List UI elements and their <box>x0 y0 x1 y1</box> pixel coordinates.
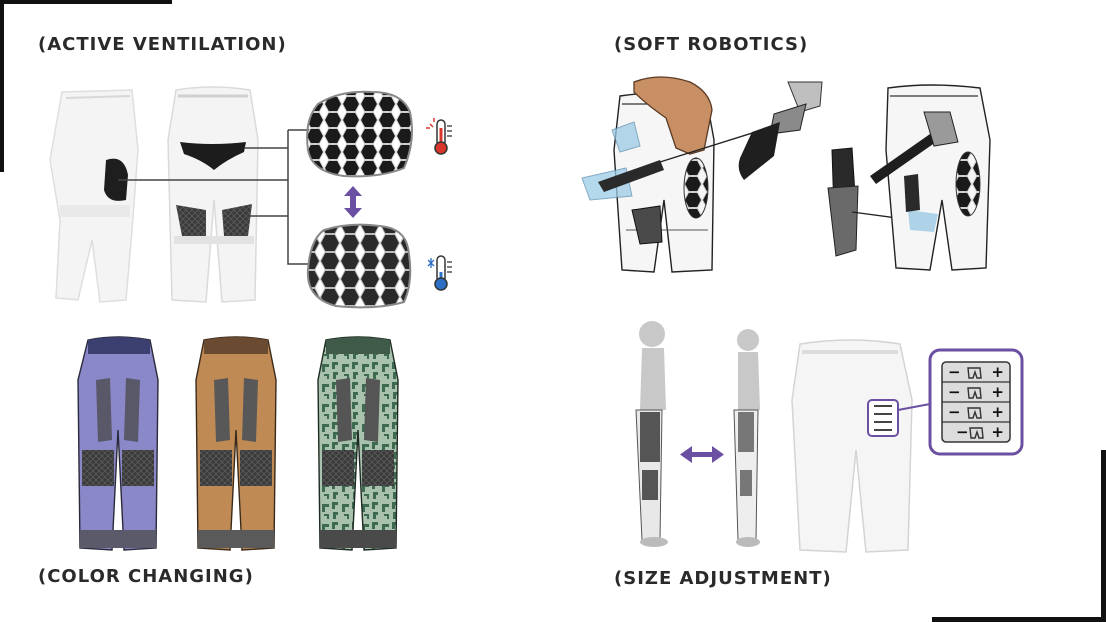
size-decrease-button-3[interactable]: − <box>948 403 961 421</box>
title-color-changing: (COLOR CHANGING) <box>38 566 254 587</box>
color-variant-camo-pants <box>317 336 399 551</box>
size-mannequin-left <box>635 321 668 547</box>
frame-corner-top-left-v <box>0 0 4 172</box>
ventilation-waist-panel <box>180 142 246 170</box>
size-adjust-row-dividers <box>942 381 1010 423</box>
size-increase-button-2[interactable]: + <box>991 383 1004 401</box>
size-mannequin-right <box>733 329 760 547</box>
title-active-ventilation: (ACTIVE VENTILATION) <box>38 34 287 55</box>
frame-corner-top-left-h <box>0 0 172 4</box>
size-adjust-callout-line <box>897 403 931 411</box>
vent-toggle-double-arrow <box>344 186 362 218</box>
size-adjust-pants <box>791 339 913 553</box>
thermometer-hot-icon <box>426 118 452 155</box>
size-adjust-row-2: − + <box>944 383 1008 401</box>
soft-robotics-knife-detail <box>738 81 823 180</box>
title-size-adjustment: (SIZE ADJUSTMENT) <box>614 568 832 589</box>
thermometer-cold-icon <box>427 255 452 291</box>
ventilation-thigh-panel-left <box>176 205 206 236</box>
size-adjust-pant-glyphs <box>967 367 984 439</box>
soft-robotics-hammer <box>870 111 959 212</box>
ventilation-pants-front-view <box>167 86 259 303</box>
vent-closed-hex-panel <box>306 223 412 309</box>
size-adjust-double-arrow <box>680 446 724 463</box>
vent-open-hex-panel <box>306 90 413 178</box>
frame-corner-bottom-right-v <box>1101 450 1106 622</box>
size-decrease-button-2[interactable]: − <box>948 383 961 401</box>
ventilation-thigh-panel-right <box>222 204 252 236</box>
size-adjust-row-1: − + <box>944 363 1008 381</box>
ventilation-side-panel <box>104 158 128 201</box>
size-increase-button-3[interactable]: + <box>991 403 1004 421</box>
size-adjust-hip-panel <box>867 399 899 437</box>
size-decrease-button-1[interactable]: − <box>948 363 961 381</box>
soft-robotics-hand <box>633 76 713 155</box>
color-variant-tan-pants <box>195 336 277 551</box>
size-adjust-row-4: − + <box>944 423 1008 441</box>
soft-robotics-holster-detail <box>827 147 859 257</box>
soft-robotics-tool-left <box>598 160 664 245</box>
color-variant-purple-pants <box>77 336 159 551</box>
size-decrease-button-4[interactable]: − <box>956 423 969 441</box>
size-increase-button-1[interactable]: + <box>991 363 1004 381</box>
size-adjust-row-3: − + <box>944 403 1008 421</box>
ventilation-pants-side-view <box>49 89 139 303</box>
title-soft-robotics: (SOFT ROBOTICS) <box>614 34 809 55</box>
frame-corner-bottom-right-h <box>932 617 1106 622</box>
size-increase-button-4[interactable]: + <box>991 423 1004 441</box>
soft-robotics-pants-right <box>885 84 991 271</box>
